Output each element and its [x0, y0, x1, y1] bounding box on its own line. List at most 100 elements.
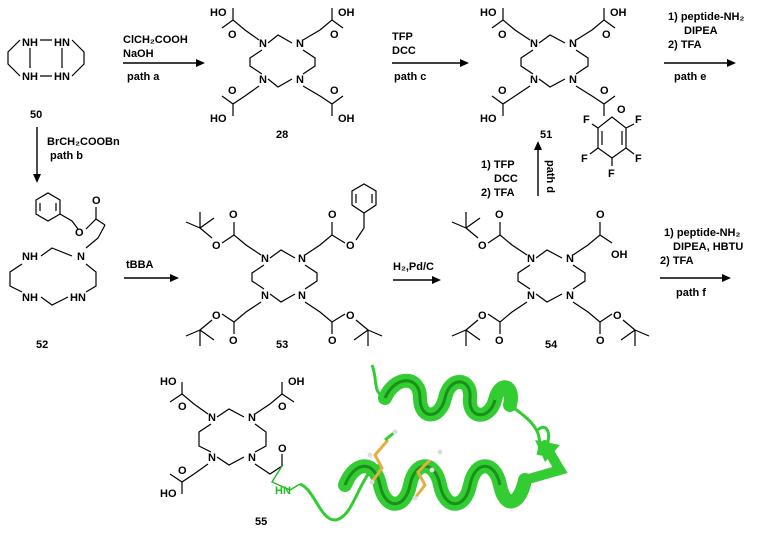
atom-o: O — [228, 85, 237, 97]
atom-o: O — [602, 29, 611, 41]
condition-text: ClCH₂COOH — [123, 34, 188, 46]
step-path-e: 1) peptide-NH₂ DIPEA 2) TFA path e — [664, 11, 745, 83]
atom-n: N — [259, 74, 267, 86]
condition-text: 2) TFA — [668, 39, 702, 51]
atom-n: N — [296, 74, 304, 86]
compound-51: N N N N HO O OH O HO O O O F F F F F 51 — [480, 7, 642, 180]
atom-o: O — [346, 310, 355, 322]
condition-text: path a — [127, 71, 160, 83]
step-path-f: 1) peptide-NH₂ DIPEA, HBTU 2) TFA path f — [660, 227, 743, 299]
atom-o: O — [478, 240, 487, 252]
condition-text: DCC — [392, 45, 416, 57]
atom-nh: NH — [22, 251, 38, 263]
atom-f: F — [581, 153, 588, 165]
atom-o: O — [75, 227, 84, 239]
atom-n: N — [530, 74, 538, 86]
atom-f: F — [635, 153, 642, 165]
atom-o: O — [328, 335, 337, 347]
atom-o: O — [229, 209, 238, 221]
atom-hn: HN — [54, 37, 70, 49]
atom-n: N — [296, 38, 304, 50]
atom-ho: HO — [210, 113, 227, 125]
atom-n: N — [569, 38, 577, 50]
atom-ho: HO — [480, 113, 497, 125]
atom-n: N — [208, 412, 216, 424]
atom-o: O — [613, 310, 622, 322]
condition-text: 2) TFA — [660, 255, 694, 267]
condition-text: path b — [50, 150, 83, 162]
condition-text: DIPEA — [684, 25, 718, 37]
atom-o: O — [600, 85, 609, 97]
condition-text: 1) peptide-NH₂ — [668, 11, 745, 23]
compound-number-53: 53 — [276, 339, 288, 351]
condition-text: path e — [674, 71, 706, 83]
step-tbba: tBBA — [124, 259, 179, 282]
atom-o: O — [278, 443, 287, 455]
atom-n: N — [566, 253, 574, 265]
atom-o: O — [92, 195, 101, 207]
atom-o: O — [495, 209, 504, 221]
atom-n: N — [261, 290, 269, 302]
compound-number-50: 50 — [30, 109, 42, 121]
atom-n: N — [527, 290, 535, 302]
condition-text: 1) peptide-NH₂ — [664, 227, 741, 239]
condition-text: NaOH — [123, 48, 154, 60]
condition-text: BrCH₂COOBn — [47, 136, 120, 148]
atom-n: N — [259, 38, 267, 50]
atom-ho: HO — [480, 7, 497, 19]
atom-n: N — [566, 290, 574, 302]
compound-52: O O NH N NH HN 52 — [9, 192, 106, 351]
compound-number-54: 54 — [545, 339, 558, 351]
step-path-c: TFP DCC path c — [392, 31, 469, 83]
atom-hn-linker: HN — [275, 485, 291, 497]
atom-n: N — [530, 38, 538, 50]
condition-text: path d — [544, 160, 556, 193]
atom-o: O — [498, 29, 507, 41]
atom-o: O — [229, 335, 238, 347]
compound-number-55: 55 — [255, 516, 267, 528]
atom-o: O — [498, 85, 507, 97]
step-path-a: ClCH₂COOH NaOH path a — [123, 34, 205, 83]
atom-o: O — [228, 29, 237, 41]
atom-n: N — [298, 253, 306, 265]
step-path-b: BrCH₂COOBn path b — [33, 127, 120, 183]
atom-n: N — [248, 452, 256, 464]
compound-53: N N N N O O O O O O O O 53 — [185, 183, 383, 351]
atom-o: O — [212, 240, 221, 252]
atom-n: N — [527, 253, 535, 265]
atom-n: N — [569, 74, 577, 86]
atom-o: O — [330, 29, 339, 41]
atom-ho: HO — [160, 376, 177, 388]
compound-number-28: 28 — [276, 129, 288, 141]
atom-oh: OH — [611, 249, 628, 261]
atom-o: O — [346, 240, 355, 252]
condition-text: path c — [394, 71, 426, 83]
atom-o: O — [328, 209, 337, 221]
atom-nh: NH — [22, 292, 38, 304]
atom-o: O — [178, 401, 187, 413]
step-path-d: 1) TFP DCC 2) TFA path d — [481, 141, 556, 199]
compound-28: N N N N HO O OH O HO O OH O 28 — [210, 7, 355, 141]
atom-o: O — [478, 310, 487, 322]
atom-o: O — [596, 335, 605, 347]
atom-o: O — [495, 335, 504, 347]
step-hydrogenation: H₂,Pd/C — [393, 261, 441, 284]
compound-55: N N N N HO O OH O HO O O HN 55 — [160, 376, 305, 528]
peptide-cartoon-image — [299, 364, 568, 522]
atom-n: N — [248, 412, 256, 424]
condition-text: DCC — [494, 173, 518, 185]
condition-text: tBBA — [126, 259, 154, 271]
compound-50: NH HN NH HN 50 — [7, 37, 85, 121]
condition-text: DIPEA, HBTU — [673, 241, 743, 253]
atom-f: F — [635, 114, 642, 126]
atom-ho: HO — [160, 488, 177, 500]
condition-text: path f — [676, 287, 706, 299]
atom-oh: OH — [338, 113, 355, 125]
compound-number-52: 52 — [36, 339, 48, 351]
condition-text: 1) TFP — [481, 159, 515, 171]
atom-n: N — [298, 290, 306, 302]
condition-text: TFP — [392, 31, 413, 43]
atom-n: N — [77, 251, 85, 263]
atom-o: O — [596, 209, 605, 221]
atom-o: O — [330, 85, 339, 97]
